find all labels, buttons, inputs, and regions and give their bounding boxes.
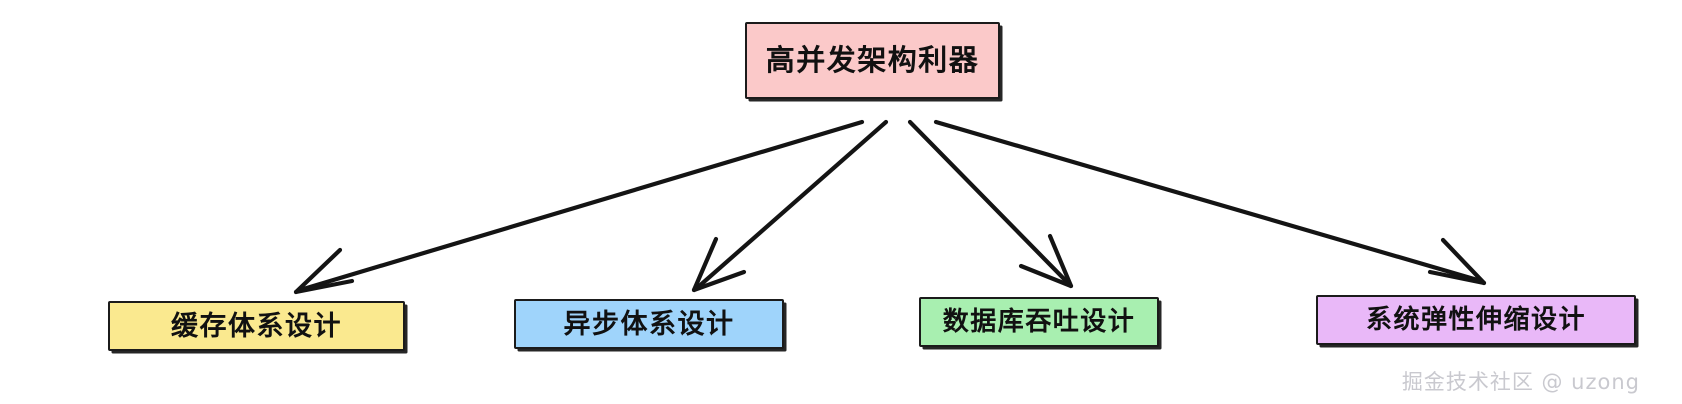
connector-root-to-elastic	[933, 119, 1487, 286]
node-async-system-design[interactable]: 异步体系设计	[514, 299, 784, 349]
node-db-label: 数据库吞吐设计	[942, 307, 1136, 337]
node-root-label: 高并发架构利器	[765, 43, 980, 77]
connector-root-to-cache	[293, 119, 865, 295]
node-cache-system-design[interactable]: 缓存体系设计	[108, 301, 405, 351]
node-cache-label: 缓存体系设计	[171, 310, 342, 342]
node-root-high-concurrency-architecture[interactable]: 高并发架构利器	[745, 22, 1000, 99]
node-system-elastic-scaling-design[interactable]: 系统弹性伸缩设计	[1316, 295, 1636, 345]
node-elastic-label: 系统弹性伸缩设计	[1365, 305, 1586, 335]
node-async-label: 异步体系设计	[563, 308, 735, 340]
connector-root-to-async	[691, 119, 889, 293]
watermark-text: 掘金技术社区 @ uzong	[1401, 370, 1640, 394]
connector-root-to-db	[907, 119, 1074, 289]
node-database-throughput-design[interactable]: 数据库吞吐设计	[919, 297, 1159, 347]
